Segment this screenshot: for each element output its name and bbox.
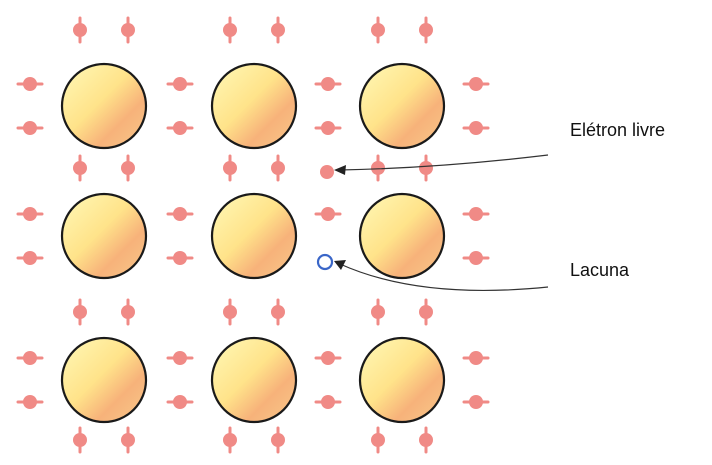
bond-electron — [223, 154, 237, 182]
bond-electron — [166, 251, 194, 265]
bond-electron — [166, 121, 194, 135]
bond-electron — [419, 154, 433, 182]
atom — [358, 336, 446, 424]
atom — [210, 336, 298, 424]
bond-electron — [419, 426, 433, 454]
bond-electron — [314, 351, 342, 365]
bond-electron — [419, 298, 433, 326]
atom — [358, 62, 446, 150]
bond-electron — [462, 395, 490, 409]
bond-electron — [223, 426, 237, 454]
bond-electron — [73, 16, 87, 44]
atom — [60, 192, 148, 280]
bond-electron — [371, 298, 385, 326]
bond-electron — [121, 426, 135, 454]
bond-electron — [371, 426, 385, 454]
hole — [316, 253, 334, 271]
bond-electron — [16, 251, 44, 265]
bond-electron — [16, 121, 44, 135]
bond-electron — [16, 207, 44, 221]
bond-electron — [314, 395, 342, 409]
bond-electron — [121, 298, 135, 326]
bond-electron — [166, 77, 194, 91]
free-electron — [320, 165, 334, 179]
bond-electron — [462, 251, 490, 265]
bond-electron — [314, 77, 342, 91]
bond-electron — [271, 426, 285, 454]
bond-electron — [166, 351, 194, 365]
bond-electron — [16, 395, 44, 409]
atoms-layer — [60, 62, 446, 424]
free-electron-label: Elétron livre — [570, 120, 665, 140]
bond-electron — [16, 351, 44, 365]
free-electron-arrowhead — [334, 165, 346, 175]
hole-arrow — [339, 263, 549, 292]
bond-electron — [121, 154, 135, 182]
bond-electrons-layer — [16, 16, 490, 454]
bond-electron — [419, 16, 433, 44]
free-electron-arrow — [339, 154, 549, 171]
bond-electron — [314, 121, 342, 135]
bond-electron — [314, 207, 342, 221]
hole-label: Lacuna — [570, 260, 630, 280]
bond-electron — [73, 298, 87, 326]
atom — [358, 192, 446, 280]
bond-electron — [371, 154, 385, 182]
atom — [60, 62, 148, 150]
bond-electron — [271, 154, 285, 182]
bond-electron — [16, 77, 44, 91]
bond-electron — [462, 351, 490, 365]
atom — [210, 192, 298, 280]
bond-electron — [166, 395, 194, 409]
atom — [60, 336, 148, 424]
atom — [210, 62, 298, 150]
bond-electron — [271, 16, 285, 44]
bond-electron — [73, 154, 87, 182]
bond-electron — [462, 77, 490, 91]
bond-electron — [371, 16, 385, 44]
bond-electron — [462, 207, 490, 221]
bond-electron — [223, 16, 237, 44]
hole-arrowhead — [334, 260, 346, 270]
bond-electron — [73, 426, 87, 454]
bond-electron — [223, 298, 237, 326]
bond-electron — [462, 121, 490, 135]
bond-electron — [166, 207, 194, 221]
bond-electron — [271, 298, 285, 326]
bond-electron — [121, 16, 135, 44]
